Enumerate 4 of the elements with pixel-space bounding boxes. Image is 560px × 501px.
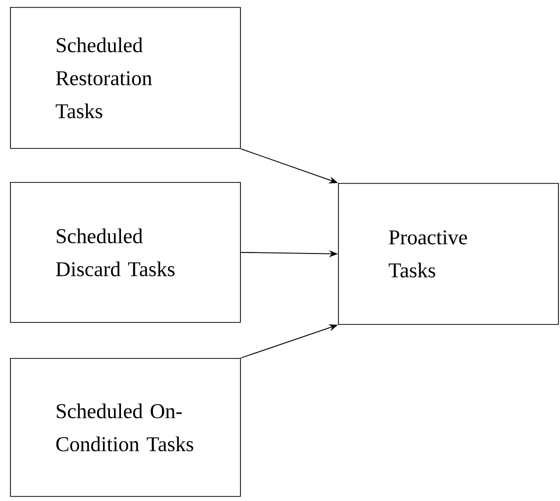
task-box: Proactive Tasks: [338, 183, 559, 325]
task-box: Scheduled Restoration Tasks: [10, 7, 241, 149]
task-box: Scheduled On-Condition Tasks: [10, 358, 241, 497]
task-box: Scheduled Discard Tasks: [10, 182, 241, 323]
